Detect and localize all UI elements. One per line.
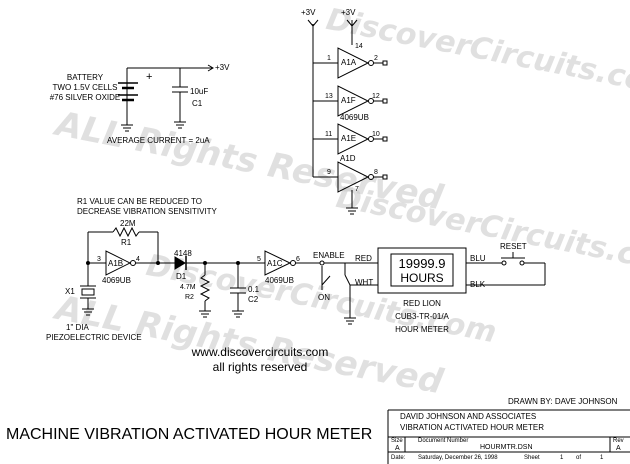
x1-desc-line2: PIEZOELECTRIC DEVICE — [46, 333, 142, 342]
plus3v-arrow-battery — [205, 64, 214, 72]
gate-a1a-symbol — [337, 47, 388, 79]
gate-a1e-label: A1E — [341, 134, 357, 143]
plus3v-label-left: +3V — [301, 8, 316, 17]
meter-blu-wire: BLU — [470, 254, 486, 263]
pin-10: 10 — [372, 131, 380, 138]
battery-symbol — [118, 67, 205, 125]
enable-on-label: ON — [318, 293, 330, 302]
r1-note-line1: R1 VALUE CAN BE REDUCED TO — [77, 197, 202, 206]
tb-company: DAVID JOHNSON AND ASSOCIATES — [400, 412, 537, 421]
pin-11: 11 — [325, 131, 333, 138]
pin-5: 5 — [257, 256, 261, 263]
gate-a1f-symbol — [337, 85, 388, 117]
reset-switch-symbol — [501, 252, 546, 285]
title-block-frame — [387, 409, 630, 464]
tb-sheet-label: Sheet — [524, 455, 540, 461]
battery-label-line3: #76 SILVER OXIDE — [49, 93, 121, 102]
tb-date-label: Date: — [391, 455, 406, 461]
reset-label: RESET — [500, 242, 527, 251]
r1-value: 22M — [120, 219, 136, 228]
tb-rev-value: A — [616, 445, 621, 452]
part-4069ub-a1c: 4069UB — [265, 276, 294, 285]
gate-a1a-label: A1A — [341, 58, 357, 67]
battery-plus-sign: + — [146, 71, 153, 83]
tb-docnum-value: HOURMTR.DSN — [480, 444, 533, 451]
gate-a1d-label: A1D — [340, 154, 356, 163]
tb-size-label: Size — [391, 438, 403, 444]
c1-value: 10uF — [190, 87, 209, 96]
tb-docnum-label: Document Number — [418, 438, 469, 444]
pin-8: 8 — [374, 169, 378, 176]
r2-ref: R2 — [185, 294, 194, 301]
capacitor-c1-symbol — [172, 68, 188, 129]
d1-ref: D1 — [176, 272, 187, 281]
pin-1: 1 — [327, 55, 331, 62]
gate-a1b-symbol — [86, 250, 175, 276]
pin-3: 3 — [97, 256, 101, 263]
tb-size-value: A — [395, 445, 400, 452]
pin-2: 2 — [374, 55, 378, 62]
c2-ref: C2 — [248, 295, 259, 304]
drawn-by: DRAWN BY: DAVE JOHNSON — [508, 397, 618, 406]
r1-ref: R1 — [121, 238, 132, 247]
feedback-resistor-r1-symbol — [87, 226, 159, 263]
tb-project: VIBRATION ACTIVATED HOUR METER — [400, 423, 545, 432]
r1-note-line2: DECREASE VIBRATION SENSITIVITY — [77, 207, 217, 216]
gate-a1f-label: A1F — [341, 96, 356, 105]
meter-display-value: 19999.9 — [398, 256, 446, 271]
part-4069ub-top: 4069UB — [340, 113, 369, 122]
meter-maker: RED LION — [403, 299, 441, 308]
gate-a1d-symbol — [337, 161, 388, 193]
site-rights: all rights reserved — [212, 360, 308, 374]
battery-label-line2: TWO 1.5V CELLS — [52, 83, 118, 92]
x1-desc-line1: 1" DIA — [66, 323, 89, 332]
enable-label: ENABLE — [313, 251, 345, 260]
meter-name: HOUR METER — [395, 325, 449, 334]
diode-d1-symbol — [174, 256, 258, 270]
gate-a1c-label: A1C — [267, 259, 283, 268]
capacitor-c2-symbol — [230, 261, 246, 318]
unused-gates-wiring — [307, 19, 358, 215]
meter-model: CUB3-TR-01/A — [395, 312, 449, 321]
gate-a1b-label: A1B — [108, 259, 124, 268]
plus3v-label-right: +3V — [341, 8, 356, 17]
gate-a1c-symbol — [258, 250, 320, 276]
enable-switch-symbol — [319, 260, 356, 325]
pin-13: 13 — [325, 93, 333, 100]
gate-a1e-symbol — [337, 123, 388, 155]
c2-value: 0.1 — [248, 285, 260, 294]
meter-red-wire: RED — [355, 254, 372, 263]
r2-value: 4.7M — [180, 284, 196, 291]
site-url: www.discovercircuits.com — [191, 345, 329, 359]
page-title: MACHINE VIBRATION ACTIVATED HOUR METER — [6, 426, 373, 443]
tb-of-label: of — [576, 455, 582, 461]
average-current-label: AVERAGE CURRENT = 2uA — [107, 136, 210, 145]
battery-ground-symbol — [121, 124, 133, 132]
resistor-r2-symbol — [199, 261, 211, 318]
pin-6: 6 — [296, 256, 300, 263]
pin-12: 12 — [372, 93, 380, 100]
c1-ref: C1 — [192, 99, 203, 108]
plus3v-label-battery: +3V — [215, 63, 230, 72]
meter-display-unit: HOURS — [400, 271, 444, 285]
d1-part: 4148 — [174, 249, 192, 258]
hour-meter-symbol — [345, 247, 545, 294]
meter-blk-wire: BLK — [470, 280, 486, 289]
tb-date-value: Saturday, December 26, 1998 — [418, 455, 498, 461]
part-4069ub-a1b: 4069UB — [102, 276, 131, 285]
pin-7: 7 — [355, 186, 359, 193]
x1-ref: X1 — [65, 287, 75, 296]
battery-label-line1: BATTERY — [66, 73, 104, 82]
meter-wht-wire: WHT — [355, 278, 374, 287]
tb-sheet-num: 1 — [560, 455, 564, 461]
piezo-x1-symbol — [80, 263, 96, 316]
pin-14: 14 — [355, 43, 363, 50]
pin-4: 4 — [136, 256, 140, 263]
tb-rev-label: Rev — [613, 438, 624, 444]
tb-sheet-total: 1 — [600, 455, 604, 461]
pin-9: 9 — [327, 169, 331, 176]
